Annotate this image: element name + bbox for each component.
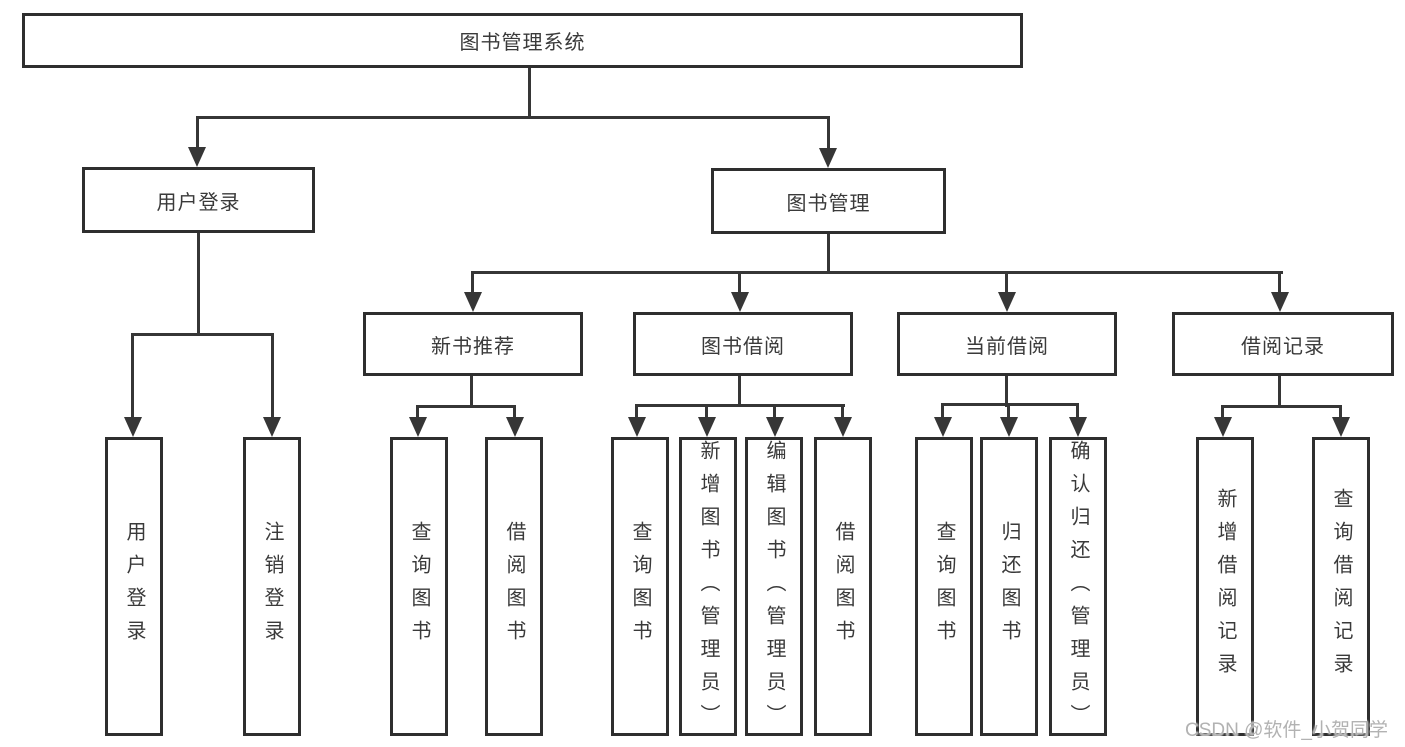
connector-level3-splitter	[471, 271, 1283, 274]
arrow-down-icon	[698, 417, 716, 437]
connector-to-cb-query	[941, 403, 944, 420]
arrow-down-icon	[464, 292, 482, 312]
connector-cb-stem	[1005, 376, 1008, 407]
connector-book-management-stem	[827, 234, 830, 274]
connector-to-book-borrowing	[738, 271, 741, 295]
leaf-bb-query-books: 查询图书	[611, 437, 669, 736]
connector-to-user-login	[196, 116, 199, 148]
connector-user-login-splitter	[131, 333, 274, 336]
arrow-down-icon	[1000, 417, 1018, 437]
connector-to-new-book-recommend	[471, 271, 474, 295]
connector-level2-splitter	[196, 116, 830, 119]
leaf-cb-query-books: 查询图书	[915, 437, 973, 736]
arrow-down-icon	[834, 417, 852, 437]
arrow-down-icon	[263, 417, 281, 437]
arrow-down-icon	[1332, 417, 1350, 437]
connector-to-borrowing-records	[1278, 271, 1281, 295]
leaf-cb-return-books: 归还图书	[980, 437, 1038, 736]
node-book-management: 图书管理	[711, 168, 946, 234]
leaf-bb-edit-book-admin: 编辑图书（管理员）	[745, 437, 803, 737]
arrow-down-icon	[188, 147, 206, 167]
node-new-book-recommend: 新书推荐	[363, 312, 583, 376]
connector-nbr-splitter	[416, 405, 516, 408]
connector-br-stem	[1278, 376, 1281, 407]
connector-to-leaf-logout	[271, 333, 274, 420]
connector-root-stem	[528, 68, 531, 118]
arrow-down-icon	[1271, 292, 1289, 312]
connector-to-bb-add	[705, 404, 708, 420]
leaf-br-query-record: 查询借阅记录	[1312, 437, 1370, 736]
arrow-down-icon	[628, 417, 646, 437]
connector-to-br-add	[1221, 405, 1224, 420]
leaf-cb-confirm-return-admin: 确认归还（管理员）	[1049, 437, 1107, 737]
arrow-down-icon	[819, 148, 837, 168]
node-borrowing-records: 借阅记录	[1172, 312, 1394, 376]
node-user-login: 用户登录	[82, 167, 315, 233]
connector-to-br-query	[1339, 405, 1342, 420]
connector-bb-splitter	[635, 404, 845, 407]
connector-to-leaf-user-login	[131, 333, 134, 420]
arrow-down-icon	[124, 417, 142, 437]
arrow-down-icon	[1069, 417, 1087, 437]
connector-to-cb-confirm	[1076, 403, 1079, 420]
arrow-down-icon	[1214, 417, 1232, 437]
arrow-down-icon	[731, 292, 749, 312]
node-root-library-management-system: 图书管理系统	[22, 13, 1023, 68]
connector-user-login-stem	[197, 233, 200, 336]
leaf-bb-add-book-admin: 新增图书（管理员）	[679, 437, 737, 737]
csdn-watermark: CSDN @软件_小贺同学	[1185, 720, 1388, 741]
connector-to-nbr-borrow	[513, 405, 516, 420]
leaf-nbr-borrow-books: 借阅图书	[485, 437, 543, 736]
leaf-br-add-record: 新增借阅记录	[1196, 437, 1254, 736]
connector-to-bb-borrow	[841, 404, 844, 420]
connector-to-nbr-query	[416, 405, 419, 420]
leaf-logout: 注销登录	[243, 437, 301, 736]
arrow-down-icon	[934, 417, 952, 437]
connector-to-bb-edit	[773, 404, 776, 420]
connector-br-splitter	[1221, 405, 1341, 408]
leaf-bb-borrow-books: 借阅图书	[814, 437, 872, 736]
connector-to-book-management	[827, 116, 830, 149]
connector-bb-stem	[738, 376, 741, 407]
node-current-borrowing: 当前借阅	[897, 312, 1117, 376]
connector-nbr-stem	[470, 376, 473, 407]
node-book-borrowing: 图书借阅	[633, 312, 853, 376]
connector-to-current-borrowing	[1005, 271, 1008, 295]
connector-to-bb-query	[635, 404, 638, 420]
connector-to-cb-return	[1007, 403, 1010, 420]
arrow-down-icon	[766, 417, 784, 437]
arrow-down-icon	[409, 417, 427, 437]
leaf-user-login: 用户登录	[105, 437, 163, 736]
leaf-nbr-query-books: 查询图书	[390, 437, 448, 736]
arrow-down-icon	[506, 417, 524, 437]
arrow-down-icon	[998, 292, 1016, 312]
